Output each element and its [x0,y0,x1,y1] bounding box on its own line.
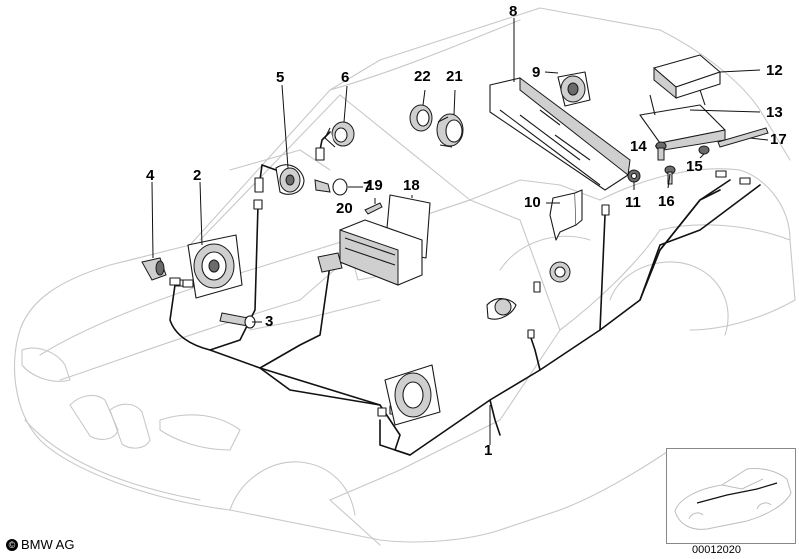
callout-21: 21 [446,68,463,85]
callout-18: 18 [403,177,420,194]
callout-11: 11 [625,194,641,211]
part-21-ring [436,113,464,148]
callout-14: 14 [630,138,647,155]
part-7-bolt [314,178,348,196]
car-body-outline [13,7,796,546]
callout-15: 15 [686,158,703,175]
part-22-ring [409,104,433,132]
part-6-speaker [315,121,355,161]
thumbnail-car-icon [674,468,792,530]
callout-13: 13 [766,104,783,121]
part-17-strip [717,127,769,148]
callout-5: 5 [276,69,285,86]
callout-22: 22 [414,68,431,85]
callout-8: 8 [509,3,518,20]
part-2-loudspeaker [169,234,243,299]
callout-12: 12 [766,62,783,79]
callout-4: 4 [146,167,155,184]
part-14-screw [655,141,667,161]
callout-9: 9 [532,64,541,81]
callout-17: 17 [770,131,787,148]
callout-3: 3 [265,313,274,330]
callout-6: 6 [341,69,350,86]
door-speaker [384,364,441,426]
part-15-grommet [698,145,710,155]
part-8-enclosure [489,77,631,191]
part-19-pin [364,202,383,215]
callout-19: 19 [366,177,383,194]
vehicle-thumbnail [666,448,796,544]
callout-2: 2 [193,167,202,184]
part-5-tweeter [254,164,305,195]
callout-10: 10 [524,194,541,211]
diagram-id: 00012020 [692,544,741,556]
copyright-text: BMW AG [21,537,75,552]
part-9-speaker [557,71,591,107]
plug [317,252,343,273]
part-13-mount [639,89,726,151]
part-10-bracket [549,189,583,241]
rear-tweeter [486,261,571,320]
wiring-harness [169,179,761,456]
callout-7: 7 [363,179,372,196]
callout-1: 1 [484,442,493,459]
leader-lines [151,18,769,445]
part-4-clip [141,257,167,281]
part-12-amplifier [653,54,721,100]
copyright-icon: © [6,538,18,551]
callout-16: 16 [658,193,675,210]
part-11-nut [627,169,641,183]
copyright: © BMW AG [6,537,74,552]
callout-20: 20 [336,200,353,217]
